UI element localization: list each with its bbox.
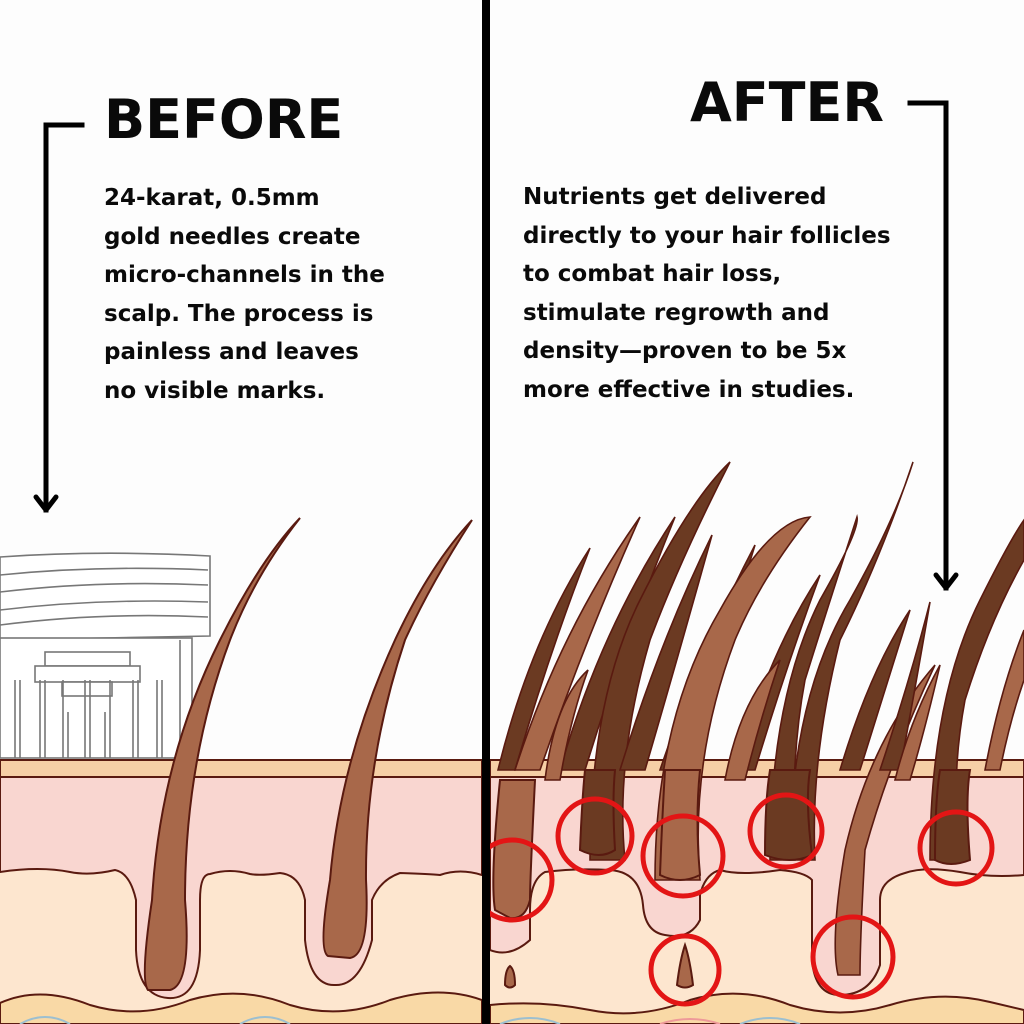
before-line: gold needles create — [104, 223, 361, 250]
after-line: density—proven to be 5x — [523, 338, 847, 364]
after-skin — [490, 461, 1024, 1024]
arrow-down-icon — [907, 100, 959, 591]
before-line: no visible marks. — [104, 377, 326, 404]
before-line: scalp. The process is — [104, 300, 374, 327]
after-line: Nutrients get delivered — [523, 184, 827, 210]
after-panel: AFTER Nutrients get delivered directly t… — [490, 0, 1024, 1024]
after-line: to combat hair loss, — [523, 261, 782, 287]
panel-divider — [482, 0, 490, 1024]
hair-follicle-icon — [492, 769, 972, 989]
after-line: directly to your hair follicles — [523, 222, 891, 249]
after-description: Nutrients get delivered directly to your… — [523, 178, 891, 409]
hair-follicle-icon — [322, 519, 473, 960]
highlight-circle-icon — [490, 792, 995, 1007]
microneedle-roller-icon — [0, 552, 211, 759]
before-description: 24-karat, 0.5mm gold needles create micr… — [104, 179, 385, 410]
after-line: stimulate regrowth and — [523, 299, 830, 326]
before-line: painless and leaves — [104, 339, 359, 365]
before-panel: BEFORE 24-karat, 0.5mm gold needles crea… — [0, 0, 484, 1024]
before-line: 24-karat, 0.5mm — [104, 185, 320, 211]
before-title: BEFORE — [104, 88, 344, 151]
after-line: more effective in studies. — [523, 376, 855, 403]
before-line: micro-channels in the — [104, 262, 385, 288]
before-skin — [0, 517, 482, 1024]
hair-follicle-icon — [143, 517, 301, 991]
arrow-down-icon — [33, 122, 85, 513]
after-title: AFTER — [690, 71, 884, 134]
